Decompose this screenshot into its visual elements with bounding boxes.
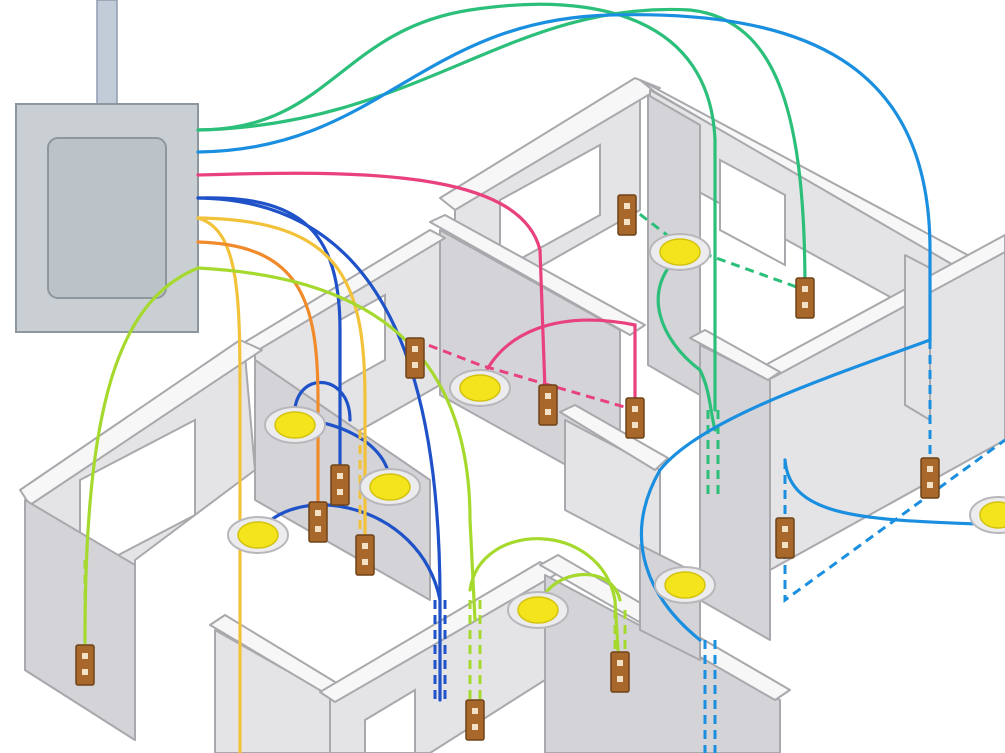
ceiling-light-icon: [227, 516, 289, 554]
wall-outlet-icon: [625, 397, 645, 439]
wire-navy-dash-1: [433, 600, 447, 700]
wire-navy-5: [256, 503, 442, 602]
ceiling-light-icon: [507, 591, 569, 629]
wire-green-dash-2: [706, 410, 720, 500]
wire-pink-1: [196, 171, 547, 392]
right-back-wall-top: [639, 79, 1005, 296]
left-end-wall: [24, 499, 136, 741]
wall-outlet-icon: [610, 651, 630, 693]
wall-outlet-icon: [920, 457, 940, 499]
wire-pink-dash-1: [414, 338, 636, 412]
wall-outlet-icon: [75, 644, 95, 686]
service-conduit: [96, 0, 118, 105]
wire-pink-2: [478, 318, 637, 412]
front-door: [364, 688, 416, 753]
ceiling-light-icon: [359, 468, 421, 506]
middle-left-wall-top: [429, 214, 646, 336]
wire-green-1: [196, 2, 717, 412]
wall-outlet-icon: [355, 534, 375, 576]
wire-lime-dash-1: [468, 600, 482, 700]
wall-outlet-icon: [617, 194, 637, 236]
wall-outlets: [75, 194, 940, 741]
wire-blue-1: [196, 13, 932, 342]
right-partition-face: [904, 254, 931, 421]
wire-blue-dash-2: [703, 640, 717, 753]
wire-green-2: [196, 7, 807, 292]
wire-yellow-1: [196, 216, 242, 753]
back-wall-top: [439, 77, 661, 211]
right-window: [719, 158, 786, 267]
wire-lime-2: [83, 266, 200, 642]
wire-blue-3: [783, 458, 1005, 527]
right-room-side-top: [689, 329, 781, 381]
ceiling-light-icon: [449, 369, 511, 407]
wall-outlet-icon: [465, 699, 485, 741]
wire-yellow-2: [196, 216, 367, 547]
center-stub-top: [559, 404, 669, 471]
wire-navy-3: [293, 381, 352, 422]
wall-outlet-icon: [775, 517, 795, 559]
electrical-panel: [15, 0, 199, 333]
wall-outlet-icon: [538, 384, 558, 426]
wall-outlet-icon: [405, 337, 425, 379]
wire-navy-2: [196, 196, 442, 702]
ceiling-light-icon: [654, 566, 716, 604]
ceiling-light-icon: [649, 233, 711, 271]
wall-outlet-icon: [795, 277, 815, 319]
wall-outlet-icon: [308, 501, 328, 543]
wire-green-3: [656, 253, 717, 432]
wall-outlet-icon: [330, 464, 350, 506]
ceiling-light-icon: [264, 406, 326, 444]
wire-lime-1: [196, 266, 477, 622]
wire-lime-dash-2: [83, 560, 627, 660]
ceiling-lights: [227, 233, 1005, 629]
wire-orange-1: [196, 240, 320, 522]
ceiling-light-icon: [969, 496, 1005, 534]
panel-door: [47, 137, 167, 299]
